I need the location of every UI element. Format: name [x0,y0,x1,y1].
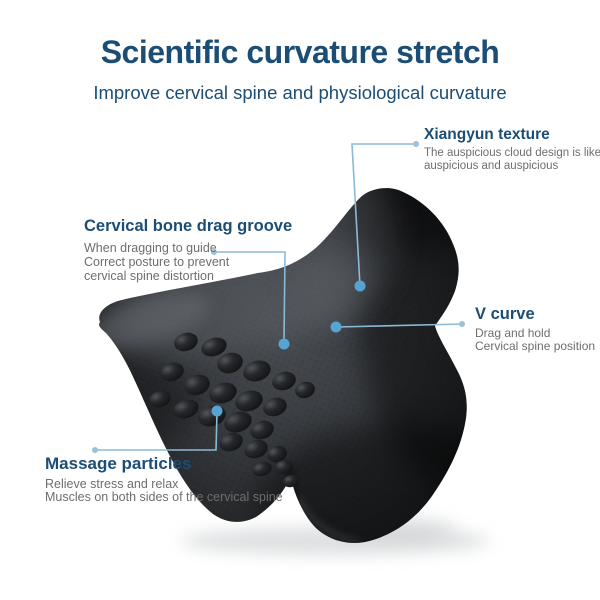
connector-line [351,143,416,287]
callout-xiangyun-texture: Xiangyun texture The auspicious cloud de… [424,126,600,173]
callout-heading: Xiangyun texture [424,126,550,143]
callout-v-curve: V curve Drag and hold Cervical spine pos… [475,305,595,354]
connector-dot [354,280,366,292]
callout-line: auspicious and auspicious [424,159,559,172]
callout-line: Drag and hold [475,325,551,340]
callout-line: Correct posture to prevent [84,254,230,269]
callout-line: The auspicious cloud design is like [424,146,600,159]
callout-line: cervical spine distortion [84,268,214,283]
callout-line: When dragging to guide [84,240,217,255]
connector-dot [459,321,465,327]
callout-heading: Massage particles [45,454,192,473]
connector-drag-groove [211,249,290,350]
callout-heading: Cervical bone drag groove [84,217,293,235]
connector-dot [92,447,98,453]
connector-dot [278,338,290,350]
callout-line: Relieve stress and relax [45,476,179,491]
callout-heading: V curve [475,305,535,323]
callout-body: When dragging to guide Correct posture t… [84,241,292,283]
connector-dot [211,405,223,417]
connector-line [335,323,463,328]
connector-line [214,251,286,344]
callout-line: Cervical spine position [475,339,596,354]
connector-dot [211,249,217,255]
connector-line [95,411,218,451]
connector-dot [413,141,419,147]
callout-cervical-bone-drag-groove: Cervical bone drag groove When dragging … [84,217,292,283]
page-title: Scientific curvature stretch [100,34,500,70]
callout-body: The auspicious cloud design is like ausp… [424,147,600,173]
connector-xiangyun [351,141,419,292]
connector-dot [330,321,342,333]
connector-massage [92,405,223,453]
callout-body: Drag and hold Cervical spine position [475,325,596,354]
callout-line: Muscles on both sides of the cervical sp… [45,490,283,505]
page-subtitle: Improve cervical spine and physiological… [93,82,507,103]
callout-massage-particles: Massage particles Relieve stress and rel… [45,454,283,505]
connector-v-curve [330,321,465,333]
callout-body: Relieve stress and relax Muscles on both… [45,476,283,505]
